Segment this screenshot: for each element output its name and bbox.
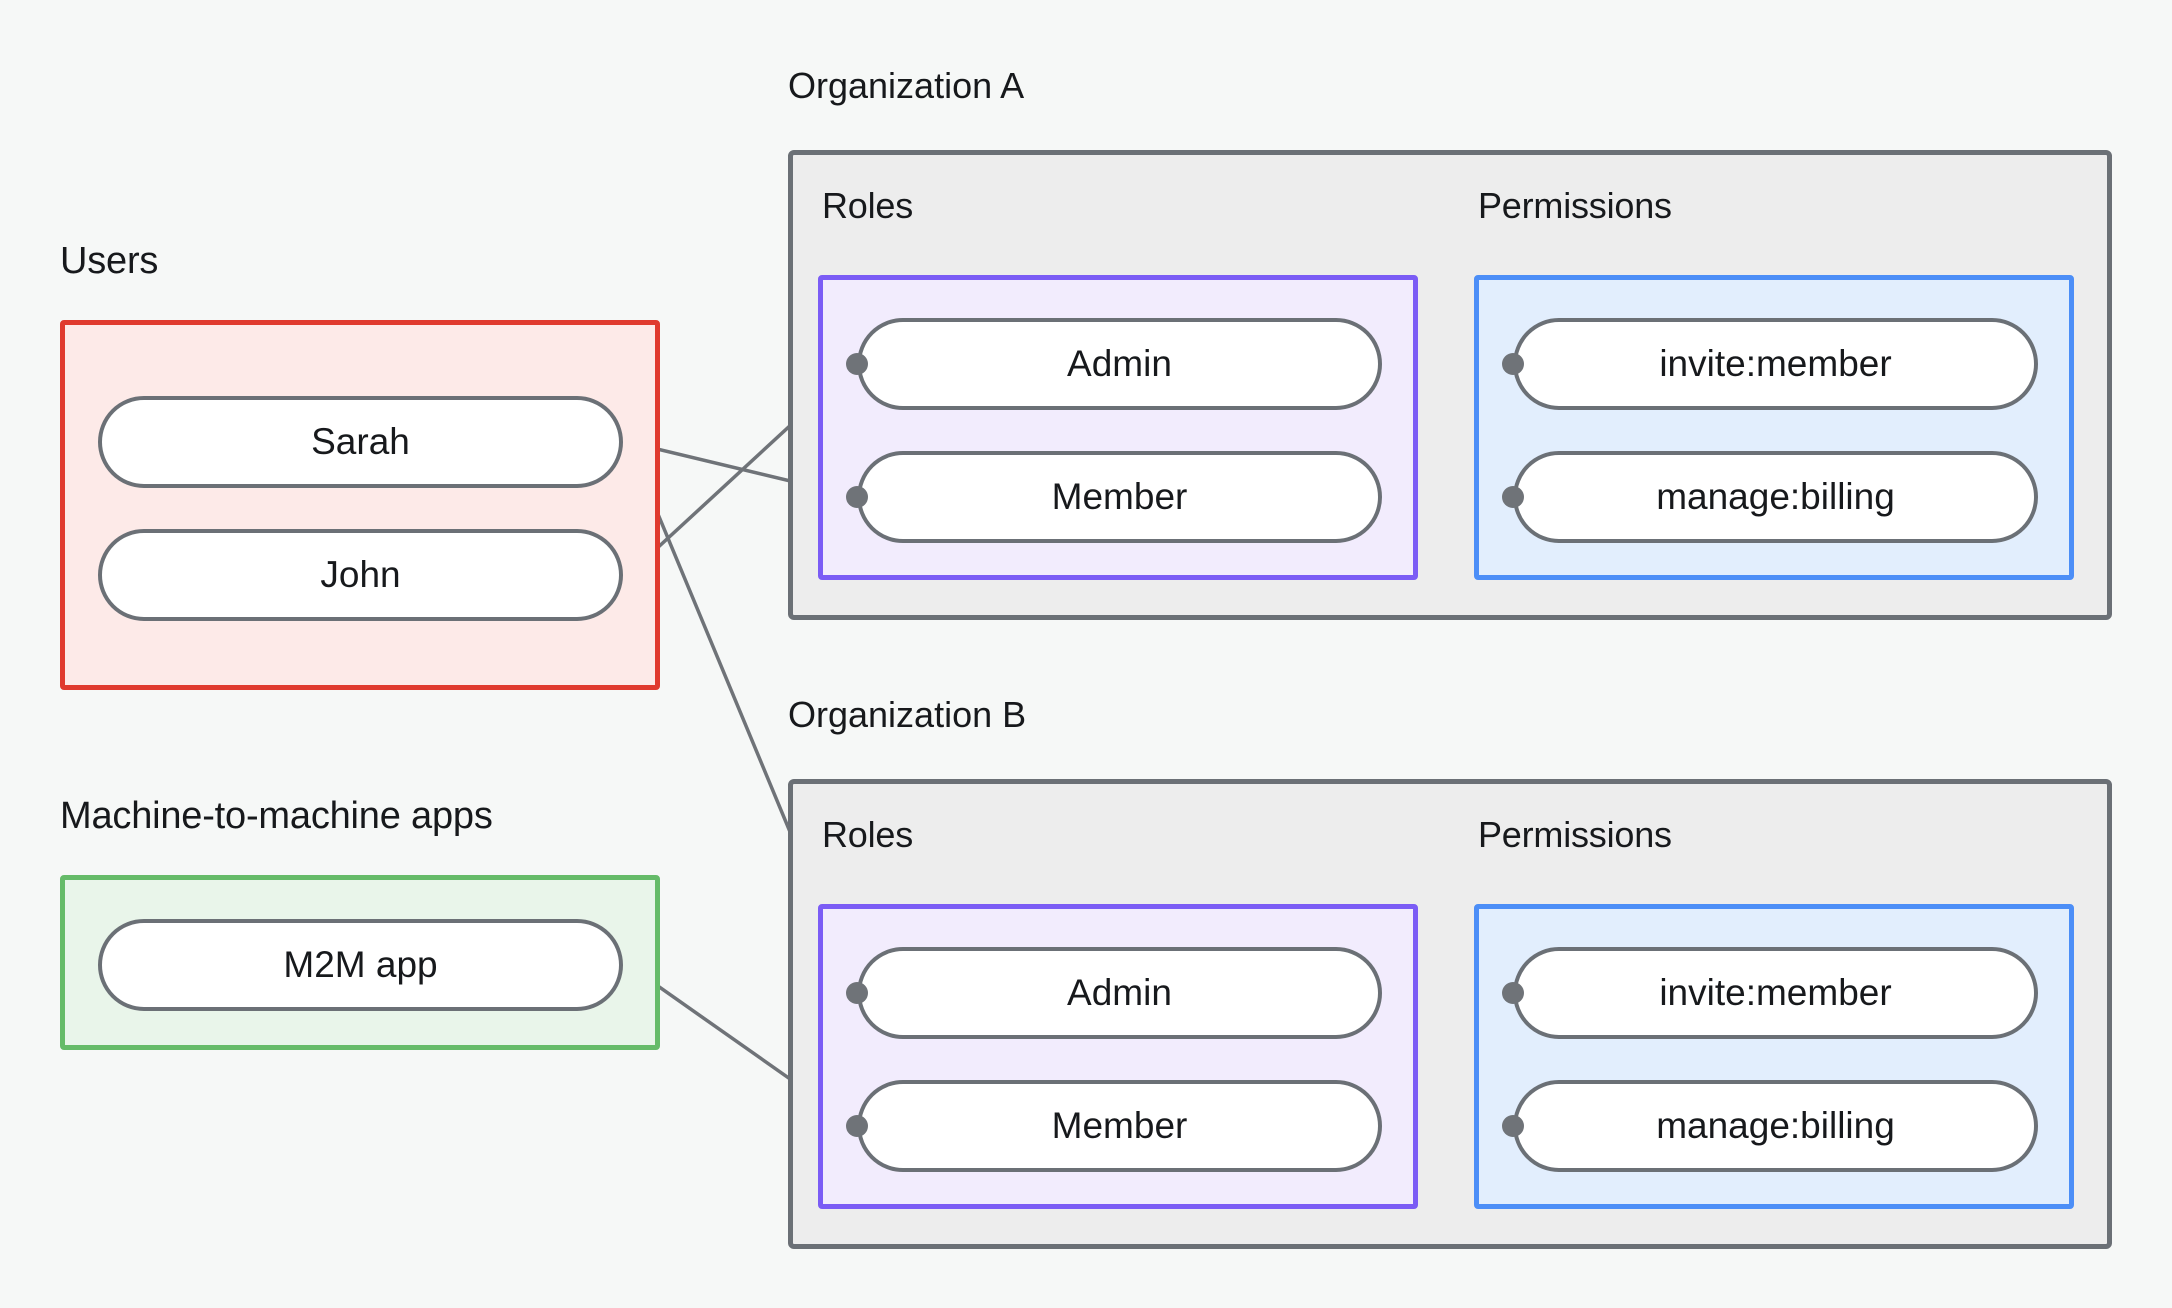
- node-orgA-permission-invite-member[interactable]: invite:member: [1513, 318, 2038, 410]
- anchor-dot-orgA-invite-left: [1502, 353, 1524, 375]
- node-orgA-permission-manage-billing[interactable]: manage:billing: [1513, 451, 2038, 543]
- organization-b-permissions-caption: Permissions: [1478, 814, 1672, 855]
- organization-a-roles-caption: Roles: [822, 185, 914, 226]
- users-group-box: [60, 320, 660, 690]
- anchor-dot-orgB-invite-left: [1502, 982, 1524, 1004]
- node-orgB-permission-invite-member[interactable]: invite:member: [1513, 947, 2038, 1039]
- node-user-john[interactable]: John: [98, 529, 623, 621]
- anchor-dot-orgB-billing-left: [1502, 1115, 1524, 1137]
- m2m-caption: Machine-to-machine apps: [60, 795, 493, 837]
- node-orgB-permission-manage-billing[interactable]: manage:billing: [1513, 1080, 2038, 1172]
- users-caption: Users: [60, 240, 159, 282]
- node-user-sarah[interactable]: Sarah: [98, 396, 623, 488]
- organization-a-label: Organization A: [788, 65, 1025, 106]
- node-orgA-role-member[interactable]: Member: [857, 451, 1382, 543]
- node-orgA-role-admin[interactable]: Admin: [857, 318, 1382, 410]
- node-orgB-role-admin[interactable]: Admin: [857, 947, 1382, 1039]
- anchor-dot-orgA-billing-left: [1502, 486, 1524, 508]
- anchor-dot-orgA-member-left: [846, 486, 868, 508]
- node-orgB-role-member[interactable]: Member: [857, 1080, 1382, 1172]
- organization-b-label: Organization B: [788, 694, 1027, 735]
- anchor-dot-orgB-member-left: [846, 1115, 868, 1137]
- anchor-dot-orgA-admin-left: [846, 353, 868, 375]
- organization-a-permissions-caption: Permissions: [1478, 185, 1672, 226]
- node-m2m-app[interactable]: M2M app: [98, 919, 623, 1011]
- anchor-dot-orgB-admin-left: [846, 982, 868, 1004]
- organization-b-roles-caption: Roles: [822, 814, 914, 855]
